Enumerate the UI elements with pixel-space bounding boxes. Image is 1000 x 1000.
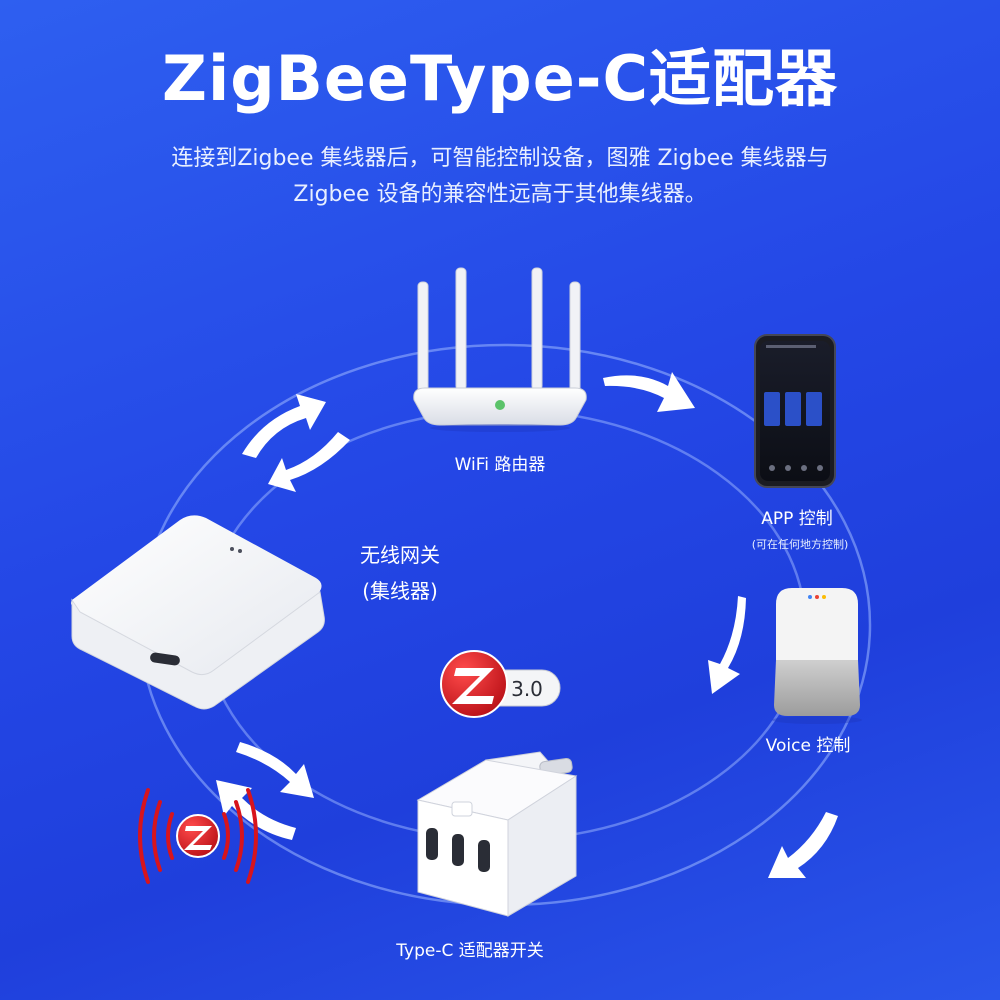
- subtitle-line-2: Zigbee 设备的兼容性远高于其他集线器。: [293, 182, 707, 207]
- router-label: WiFi 路由器: [455, 455, 546, 475]
- smartphone-icon: [754, 334, 836, 488]
- signal-waves-icon: [138, 788, 258, 884]
- zigbee-version-badge: 3.0: [440, 650, 561, 718]
- zigbee-logo-icon: [452, 668, 494, 704]
- arrow-icon: [216, 372, 838, 878]
- subtitle-line-1: 连接到Zigbee 集线器后，可智能控制设备，图雅 Zigbee 集线器与: [171, 146, 829, 171]
- hub-icon: [71, 515, 325, 710]
- adapter-label: Type-C 适配器开关: [395, 941, 543, 961]
- smart-speaker-icon: [772, 588, 862, 724]
- hub-label-line-1: 无线网关: [360, 543, 440, 567]
- app-label: APP 控制: [761, 509, 833, 529]
- zigbee-version-text: 3.0: [511, 677, 543, 701]
- wifi-router-icon: [413, 267, 587, 432]
- page-title: ZigBeeType-C适配器: [162, 42, 838, 115]
- hub-label-line-2: (集线器): [362, 579, 438, 603]
- zigbee-logo-icon: [176, 814, 220, 858]
- app-sublabel: (可在任何地方控制): [752, 537, 849, 551]
- usb-adapter-icon: [416, 751, 578, 917]
- voice-label: Voice 控制: [766, 736, 851, 756]
